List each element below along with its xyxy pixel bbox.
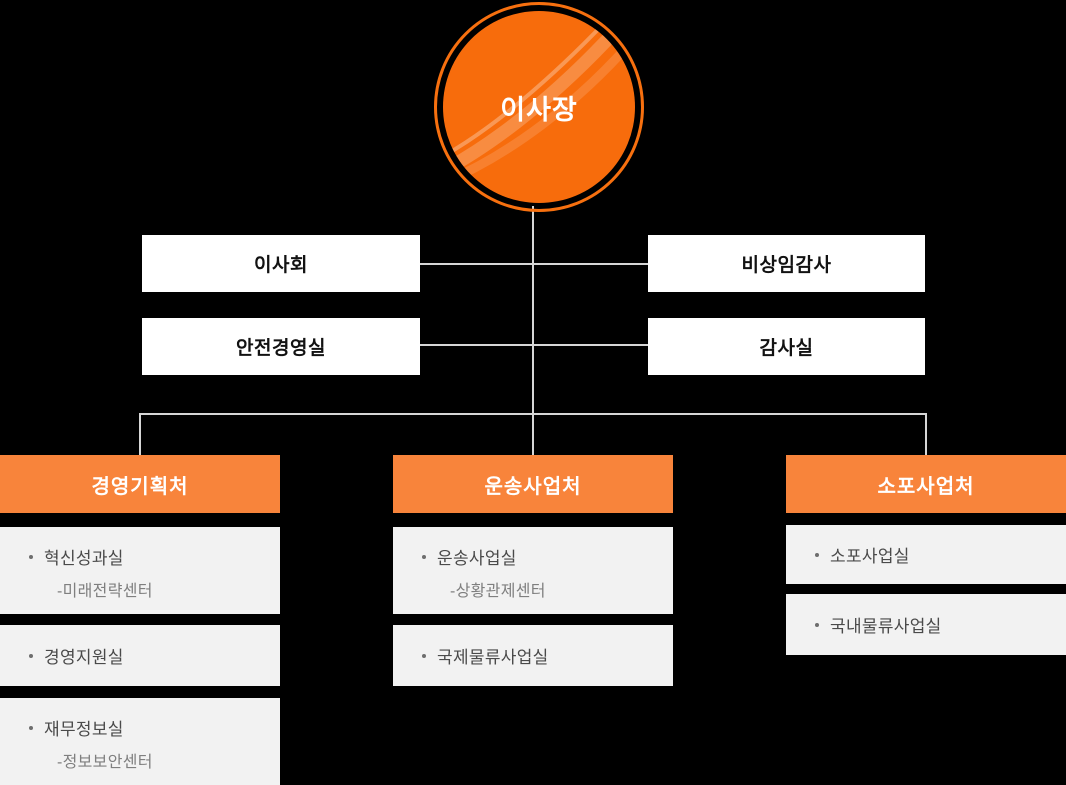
item-domestic-logistics-office: 국내물류사업실	[786, 594, 1066, 655]
box-non-standing-auditor-label: 비상임감사	[741, 255, 832, 276]
item-label: 재무정보실	[44, 720, 124, 739]
item-main-row: 재무정보실	[0, 715, 280, 740]
connector-center-vertical	[532, 206, 534, 455]
bullet-icon	[29, 554, 33, 559]
chairman-label: 이사장	[500, 94, 578, 125]
item-label: 운송사업실	[437, 549, 517, 568]
item-management-support-office: 경영지원실	[0, 625, 280, 686]
item-label: 국내물류사업실	[830, 617, 942, 636]
box-board-label: 이사회	[254, 255, 308, 276]
item-transport-business-office: 운송사업실 -상황관제센터	[393, 527, 673, 614]
division-header-label: 운송사업처	[484, 475, 582, 498]
item-international-logistics-office: 국제물류사업실	[393, 625, 673, 686]
bullet-icon	[422, 653, 426, 658]
item-main-row: 운송사업실	[393, 544, 673, 569]
bullet-icon	[815, 552, 819, 557]
box-safety-management-office-label: 안전경영실	[236, 338, 326, 359]
bullet-icon	[29, 653, 33, 658]
connector-row1-horizontal	[420, 263, 648, 265]
chairman-node: 이사장	[443, 11, 635, 203]
item-sub-label: -정보보안센터	[57, 754, 153, 771]
item-sub-label: -미래전략센터	[57, 583, 153, 600]
item-label: 국제물류사업실	[437, 648, 549, 667]
division-header-transport-business: 운송사업처	[393, 455, 673, 513]
item-label: 경영지원실	[44, 648, 124, 667]
box-audit-office-label: 감사실	[759, 338, 814, 359]
swoosh-decoration-icon	[443, 11, 635, 188]
connector-right-drop	[925, 413, 927, 455]
bullet-icon	[29, 725, 33, 730]
item-sub-label: -상황관제센터	[450, 583, 546, 600]
division-header-parcel-business: 소포사업처	[786, 455, 1066, 513]
item-main-row: 소포사업실	[786, 542, 910, 567]
item-main-row: 국제물류사업실	[393, 643, 549, 668]
division-header-label: 경영기획처	[91, 475, 189, 498]
box-non-standing-auditor: 비상임감사	[648, 235, 925, 292]
connector-left-drop	[139, 413, 141, 455]
bullet-icon	[422, 554, 426, 559]
division-header-label: 소포사업처	[877, 475, 975, 498]
item-label: 혁신성과실	[44, 549, 124, 568]
division-header-management-planning: 경영기획처	[0, 455, 280, 513]
chairman-outer-ring	[434, 2, 644, 212]
bullet-icon	[815, 622, 819, 627]
connector-branch-horizontal	[139, 413, 927, 415]
box-board-of-directors: 이사회	[142, 235, 420, 292]
item-finance-information-office: 재무정보실 -정보보안센터	[0, 698, 280, 785]
item-main-row: 경영지원실	[0, 643, 124, 668]
item-main-row: 혁신성과실	[0, 544, 280, 569]
box-safety-management-office: 안전경영실	[142, 318, 420, 375]
item-label: 소포사업실	[830, 547, 910, 566]
item-parcel-business-office: 소포사업실	[786, 525, 1066, 584]
connector-row2-horizontal	[420, 344, 648, 346]
item-innovation-performance-office: 혁신성과실 -미래전략센터	[0, 527, 280, 614]
item-main-row: 국내물류사업실	[786, 612, 942, 637]
box-audit-office: 감사실	[648, 318, 925, 375]
